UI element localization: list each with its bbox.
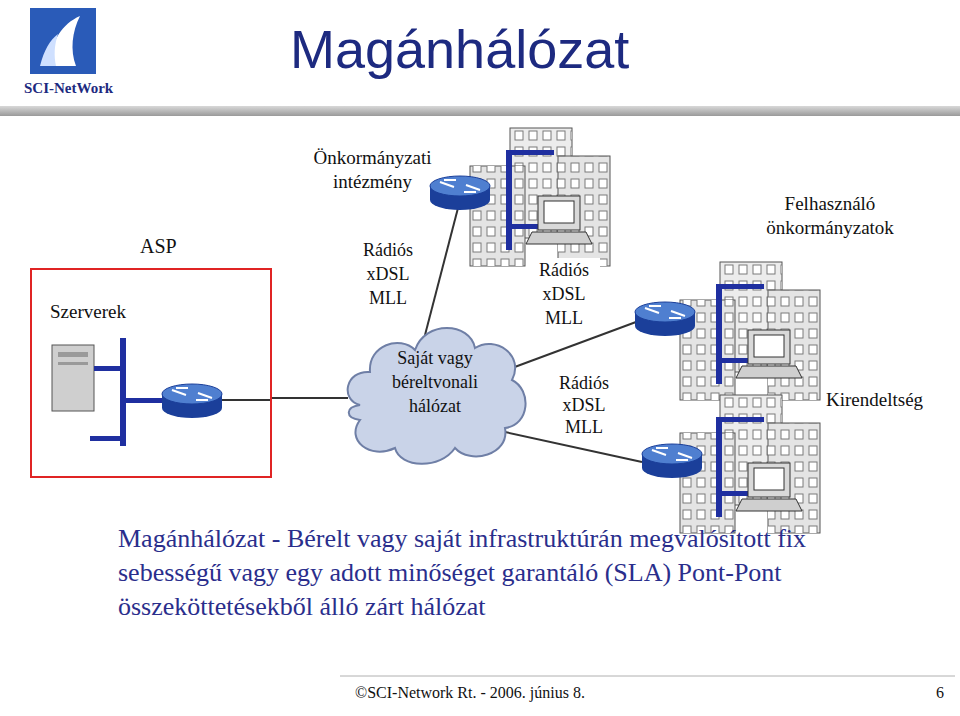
router xyxy=(162,384,222,418)
link-label: Rádiós xDSL MLL xyxy=(352,238,424,310)
caption: Magánhálózat - Bérelt vagy saját infrast… xyxy=(118,522,858,624)
server-group-box: ASPSzerverek xyxy=(30,268,272,478)
router xyxy=(635,302,695,336)
footer-rule xyxy=(340,676,955,677)
link-line xyxy=(222,399,272,401)
logo xyxy=(30,8,96,74)
cloud-outline xyxy=(348,328,526,464)
building xyxy=(470,128,610,266)
link-label: Rádiós xDSL MLL xyxy=(528,258,600,330)
footer-copyright: ©SCI-Network Rt. - 2006. június 8. xyxy=(355,681,585,705)
page-number: 6 xyxy=(936,681,944,705)
site-heading: Kirendeltség xyxy=(826,388,923,412)
logo-text: SCI-NetWork xyxy=(24,76,113,100)
cloud-label: Saját vagy béreltvonali hálózat xyxy=(368,346,502,418)
link-connector xyxy=(272,397,348,399)
router xyxy=(430,176,490,210)
site-heading: Felhasználó önkormányzatok xyxy=(735,192,925,240)
node-label: Szerverek xyxy=(50,300,126,324)
link-line xyxy=(425,208,458,335)
lan-segment xyxy=(90,338,164,446)
site-heading: Önkormányzati intézmény xyxy=(285,146,460,194)
server xyxy=(52,345,94,411)
slide-title: Magánhálózat xyxy=(290,16,629,82)
building xyxy=(680,262,820,400)
link-label: Rádiós xDSL MLL xyxy=(548,372,620,438)
router xyxy=(642,444,702,478)
network-cloud: Saját vagy béreltvonali hálózat xyxy=(340,310,530,470)
header-bar xyxy=(0,106,960,116)
group-heading: ASP xyxy=(140,234,177,258)
